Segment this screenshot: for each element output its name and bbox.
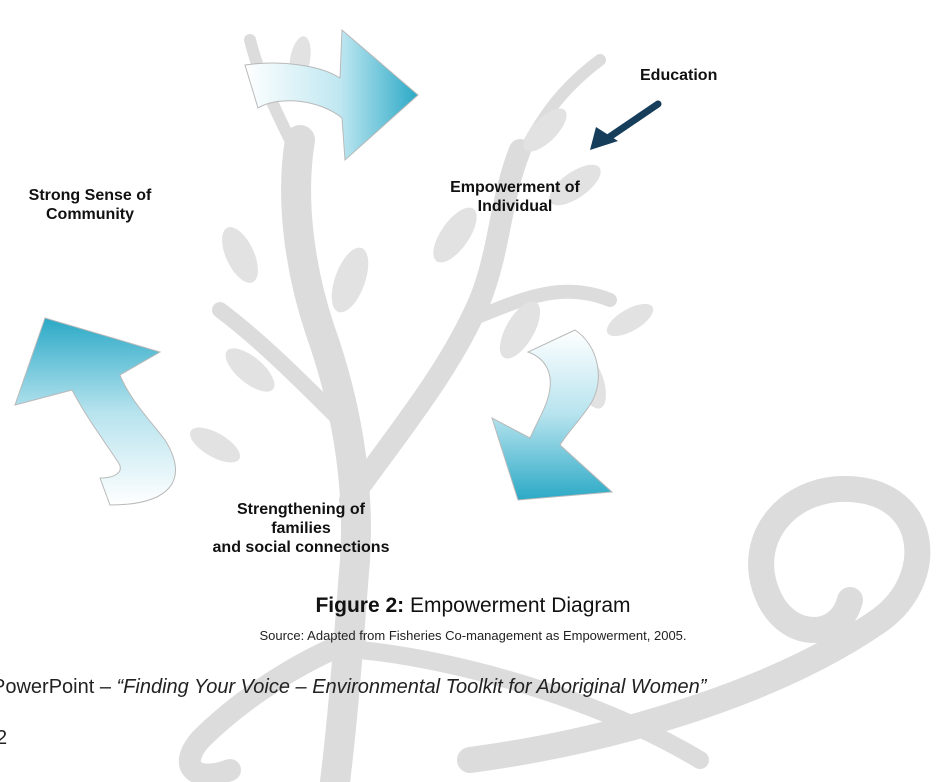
figure-caption: Figure 2: Empowerment Diagram <box>0 594 946 618</box>
footer-text: PowerPoint – “Finding Your Voice – Envir… <box>0 676 706 699</box>
label-community-line-2: Community <box>46 206 134 223</box>
figure-source: Source: Adapted from Fisheries Co-manage… <box>259 628 687 643</box>
label-education-text: Education <box>640 67 718 84</box>
label-strengthening-line-3: and social connections <box>212 539 390 556</box>
figure-title: Empowerment Diagram <box>404 594 631 617</box>
label-empowerment-line-1: Empowerment of <box>450 179 580 196</box>
footer-title: “Finding Your Voice – Environmental Tool… <box>116 676 707 698</box>
label-community-line-1: Strong Sense of <box>28 187 152 204</box>
label-empowerment: Empowerment of Individual <box>422 178 608 216</box>
label-strengthening: Strengthening of families and social con… <box>176 500 426 557</box>
figure-label: Figure 2: <box>315 594 405 617</box>
label-community: Strong Sense of Community <box>0 186 180 224</box>
page-number: 2 <box>0 727 8 749</box>
label-strengthening-line-2: families <box>271 520 331 537</box>
label-strengthening-line-1: Strengthening of <box>237 501 365 518</box>
label-empowerment-line-2: Individual <box>477 198 553 215</box>
footer-prefix: PowerPoint – <box>0 676 117 698</box>
label-education: Education <box>640 66 717 85</box>
